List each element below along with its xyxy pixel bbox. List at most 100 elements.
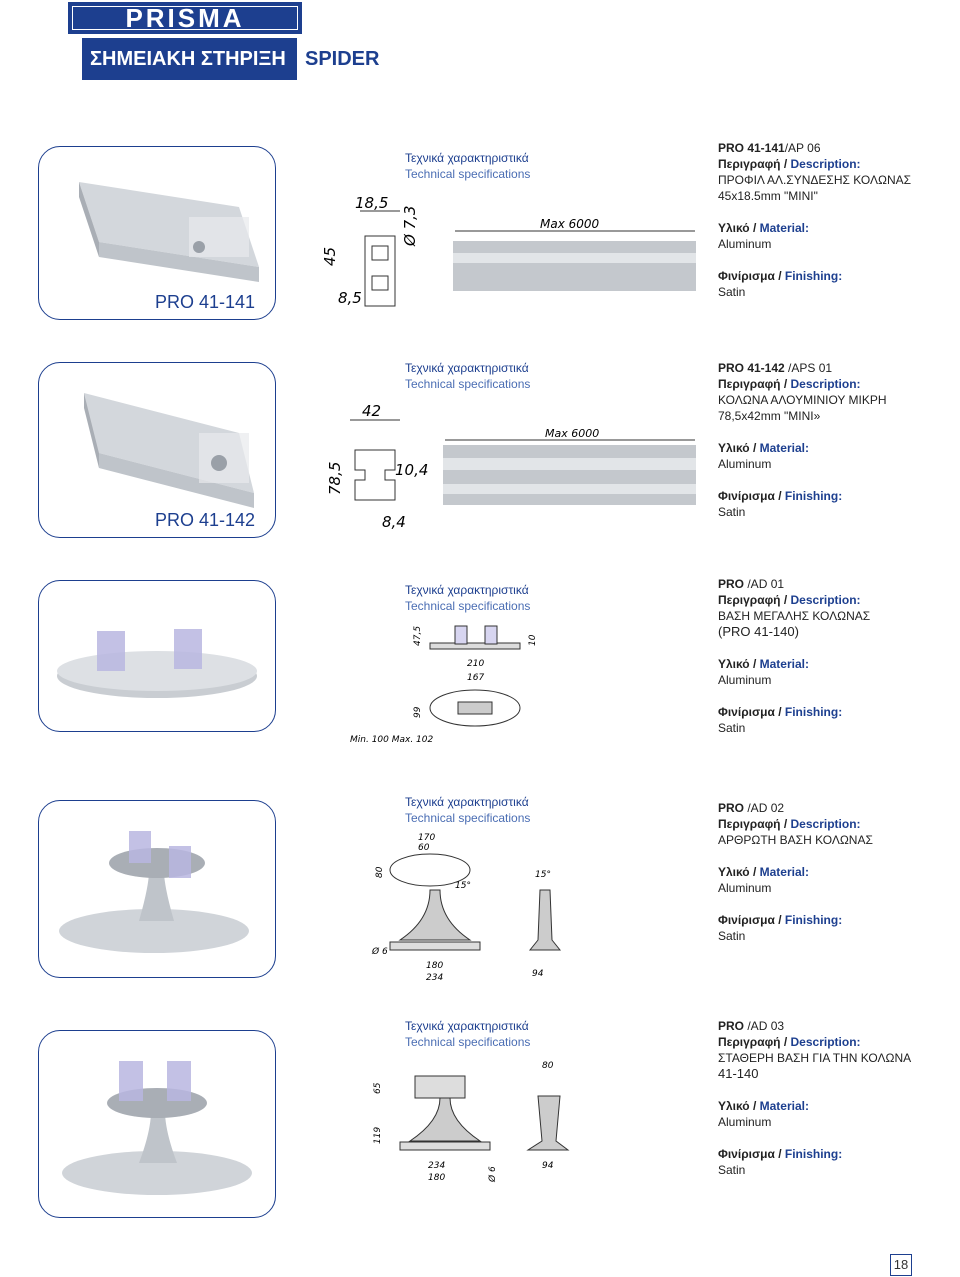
- technical-drawing: 65 119 234 180 Ø 6 80 94: [373, 1061, 570, 1183]
- finishing-label-en: Finishing:: [784, 705, 843, 719]
- description-line-2: 45x18.5mm "MINI": [718, 189, 818, 203]
- finishing-value: Satin: [718, 285, 746, 299]
- desc-label-gr: Περιγραφή /: [718, 157, 791, 171]
- tech-label-en: Technical specifications: [405, 599, 531, 613]
- tech-specs-heading: Τεχνικά χαρακτηριστικά Technical specifi…: [405, 1018, 530, 1050]
- material-value: Aluminum: [718, 673, 772, 687]
- material-label-en: Material:: [759, 441, 809, 455]
- photo-label: PRO 41-141: [154, 292, 255, 312]
- technical-drawing: 47,5 10 210 167 99 Min. 100 Max. 102: [350, 625, 538, 745]
- tech-label-gr: Τεχνικά χαρακτηριστικά: [405, 151, 529, 165]
- finishing-label-gr: Φινίρισμα /: [718, 913, 785, 927]
- tech-label-gr: Τεχνικά χαρακτηριστικά: [405, 361, 529, 375]
- desc-label-en: Description:: [790, 1035, 861, 1049]
- page-number: 18: [890, 1254, 912, 1276]
- material-value: Aluminum: [718, 881, 772, 895]
- material-label-en: Material:: [759, 865, 809, 879]
- finishing-value: Satin: [718, 1163, 746, 1177]
- material-label-gr: Υλικό /: [718, 657, 760, 671]
- product-photo-frame: PRO 41-141: [38, 146, 276, 320]
- product-code-suffix: /AD 03: [744, 1019, 785, 1033]
- desc-label-en: Description:: [790, 377, 861, 391]
- base-photo: [57, 629, 257, 698]
- dim-base-2: 234: [426, 973, 443, 983]
- page-title: ΣΗΜΕΙΑΚΗ ΣΤΗΡΙΞΗ: [90, 48, 286, 70]
- desc-label-gr: Περιγραφή /: [718, 377, 791, 391]
- dim-diameter: Ø 7,3: [401, 206, 419, 247]
- page-subtitle: SPIDER: [305, 48, 380, 70]
- material-label-gr: Υλικό /: [718, 865, 760, 879]
- tech-label-en: Technical specifications: [405, 167, 531, 181]
- tech-label-en: Technical specifications: [405, 811, 531, 825]
- dim-height-1: 65: [373, 1082, 383, 1094]
- finishing-value: Satin: [718, 505, 746, 519]
- dim-angle-1: 15°: [455, 881, 471, 891]
- tech-label-en: Technical specifications: [405, 377, 531, 391]
- finishing-label-en: Finishing:: [784, 489, 843, 503]
- dim-width: 18,5: [355, 194, 388, 212]
- product-code: PRO: [718, 577, 745, 591]
- spec-block: PRO /AD 03 Περιγραφή / Description: ΣΤΑΘ…: [718, 1018, 911, 1178]
- profile-photo: [84, 393, 254, 508]
- tech-specs-heading: Τεχνικά χαρακτηριστικά Technical specifi…: [405, 794, 530, 826]
- fixed-base-photo: [62, 1061, 252, 1195]
- desc-label-en: Description:: [790, 817, 861, 831]
- dim-angle-2: 15°: [535, 870, 551, 880]
- brand-logo: PRISMA: [68, 2, 302, 34]
- dim-range: Min. 100 Max. 102: [350, 735, 434, 745]
- description-line-1: ΚΟΛΩΝΑ ΑΛΟΥΜΙΝΙΟΥ ΜΙΚΡΗ: [718, 393, 887, 407]
- photo-label: PRO 41-142: [154, 510, 255, 530]
- desc-label-gr: Περιγραφή /: [718, 817, 791, 831]
- dim-base-3: 94: [532, 969, 544, 979]
- tech-label-en: Technical specifications: [405, 1035, 531, 1049]
- product-code: PRO: [718, 1019, 745, 1033]
- product-code-suffix: /APS 01: [784, 361, 833, 375]
- finishing-label-en: Finishing:: [784, 269, 843, 283]
- finishing-value: Satin: [718, 929, 746, 943]
- spec-block: PRO 41-141/AP 06 Περιγραφή / Description…: [718, 140, 911, 300]
- finishing-label-gr: Φινίρισμα /: [718, 705, 785, 719]
- description-line-1: ΣΤΑΘΕΡΗ ΒΑΣΗ ΓΙΑ ΤΗΝ ΚΟΛΩΝΑ: [718, 1051, 912, 1065]
- spec-block: PRO /AD 02 Περιγραφή / Description: ΑΡΘΡ…: [718, 800, 873, 944]
- tech-specs-heading: Τεχνικά χαρακτηριστικά Technical specifi…: [405, 150, 530, 182]
- tech-label-gr: Τεχνικά χαρακτηριστικά: [405, 1019, 529, 1033]
- product-photo-frame: [38, 580, 276, 732]
- material-label-gr: Υλικό /: [718, 1099, 760, 1113]
- articulated-base-photo: [59, 831, 249, 953]
- dim-base-3: 94: [542, 1161, 554, 1171]
- spec-block: PRO /AD 01 Περιγραφή / Description: ΒΑΣΗ…: [718, 576, 870, 736]
- dim-length-1: 210: [467, 659, 484, 669]
- dim-height: 45: [321, 247, 339, 266]
- finishing-label-gr: Φινίρισμα /: [718, 1147, 785, 1161]
- description-line-2: 78,5x42mm "MINI»: [718, 409, 821, 423]
- dim-width: 42: [362, 402, 381, 420]
- dim-diameter: Ø 6: [487, 1166, 498, 1183]
- finishing-label-en: Finishing:: [784, 913, 843, 927]
- dim-base-1: 234: [428, 1161, 445, 1171]
- dim-thickness: 10: [528, 634, 538, 646]
- spec-block: PRO 41-142 /APS 01 Περιγραφή / Descripti…: [718, 360, 887, 520]
- dim-diameter: Ø 6: [371, 946, 388, 957]
- product-photo-frame: [38, 1030, 276, 1218]
- product-code: PRO 41-142: [718, 361, 785, 375]
- dim-height: 47,5: [413, 626, 423, 646]
- material-label-en: Material:: [759, 657, 809, 671]
- material-label-en: Material:: [759, 1099, 809, 1113]
- product-code: PRO 41-141: [718, 141, 785, 155]
- technical-drawing: 170 60 80 15° 15° Ø 6 180 234 94: [371, 833, 562, 983]
- desc-label-gr: Περιγραφή /: [718, 593, 791, 607]
- product-photo-frame: [38, 800, 276, 978]
- product-photo-frame: PRO 41-142: [38, 362, 276, 538]
- title-accent-box: [297, 38, 960, 80]
- material-label-gr: Υλικό /: [718, 441, 760, 455]
- product-code-suffix: /AP 06: [784, 141, 821, 155]
- dim-base: 8,5: [338, 289, 362, 307]
- technical-drawing: 18,5 Ø 7,3 45 8,5 Max 6000: [321, 194, 696, 307]
- desc-label-en: Description:: [790, 157, 861, 171]
- dim-length-2: 60: [418, 843, 430, 853]
- dim-length-1: 170: [418, 833, 435, 843]
- material-label-gr: Υλικό /: [718, 221, 760, 235]
- dim-side: 10,4: [395, 461, 428, 479]
- dim-length: Max 6000: [545, 427, 599, 440]
- profile-photo: [79, 182, 259, 282]
